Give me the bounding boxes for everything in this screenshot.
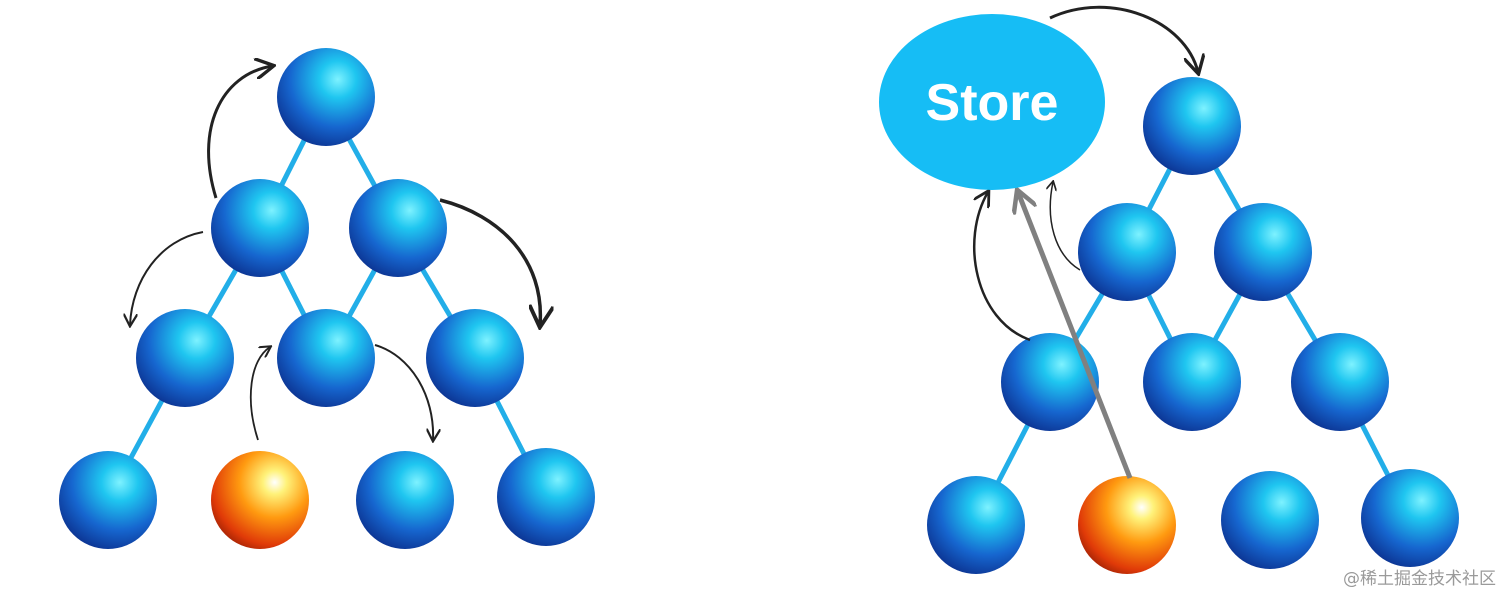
component-node bbox=[1291, 333, 1389, 431]
component-node bbox=[211, 179, 309, 277]
component-node bbox=[356, 451, 454, 549]
component-node bbox=[1143, 333, 1241, 431]
component-node bbox=[1078, 203, 1176, 301]
data-flow-arrow bbox=[374, 344, 433, 440]
component-node bbox=[1221, 471, 1319, 569]
component-node bbox=[1214, 203, 1312, 301]
component-node bbox=[277, 48, 375, 146]
store-node: Store bbox=[879, 14, 1105, 190]
component-node bbox=[136, 309, 234, 407]
data-flow-arrow bbox=[249, 347, 270, 441]
direct-update-arrow bbox=[1018, 192, 1133, 479]
data-flow-arrow bbox=[207, 66, 272, 199]
watermark: @稀土掘金技术社区 bbox=[1343, 569, 1496, 589]
component-node bbox=[1143, 77, 1241, 175]
data-flow-arrow bbox=[1050, 182, 1081, 271]
component-node bbox=[349, 179, 447, 277]
changed-component-node bbox=[1078, 476, 1176, 574]
store-label: Store bbox=[926, 74, 1059, 132]
left-tree-props-drilling bbox=[59, 48, 595, 549]
component-node bbox=[1361, 469, 1459, 567]
data-flow-arrow bbox=[1049, 5, 1198, 72]
data-flow-arrow bbox=[439, 198, 540, 325]
component-node bbox=[59, 451, 157, 549]
component-node bbox=[497, 448, 595, 546]
component-node bbox=[927, 476, 1025, 574]
component-node bbox=[277, 309, 375, 407]
component-node bbox=[426, 309, 524, 407]
right-tree-store bbox=[927, 5, 1459, 574]
data-flow-arrow bbox=[973, 192, 1031, 342]
data-flow-arrow bbox=[130, 231, 204, 325]
changed-component-node bbox=[211, 451, 309, 549]
component-node bbox=[1001, 333, 1099, 431]
